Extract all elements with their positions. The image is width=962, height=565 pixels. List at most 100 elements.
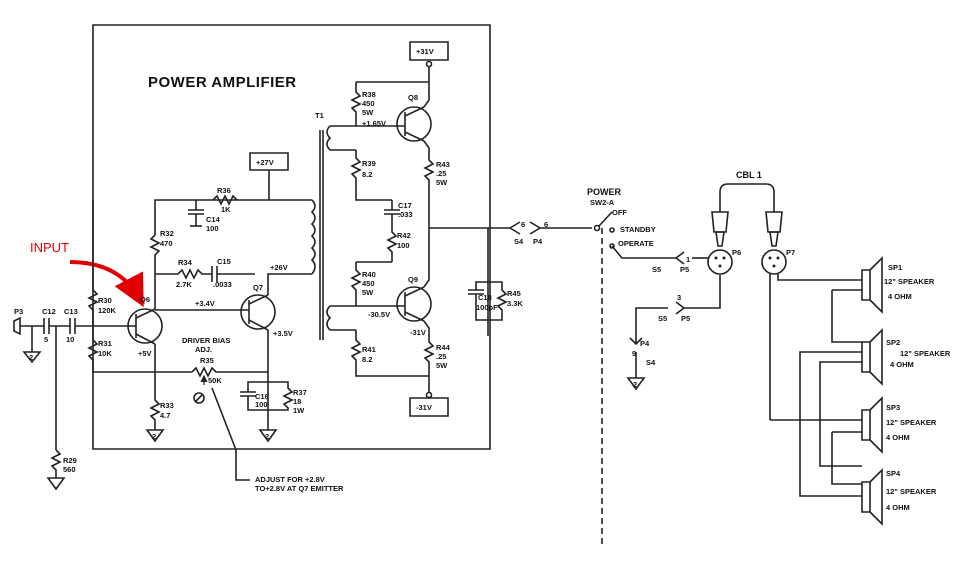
p3-jack	[13, 316, 21, 336]
schematic-label: 1	[686, 255, 690, 264]
p7-connector	[761, 249, 787, 275]
schematic-label: 12" SPEAKER	[900, 349, 951, 358]
schematic-label: CBL 1	[736, 170, 762, 180]
speaker-sp3: SP3 12" SPEAKER 4 OHM	[861, 396, 937, 454]
speaker-sp2: SP2 12" SPEAKER 4 OHM	[861, 328, 951, 386]
schematic-label: 4 OHM	[888, 292, 912, 301]
supply-27v-box	[249, 152, 289, 171]
schematic-label: 470	[160, 239, 173, 248]
schematic-label: 12" SPEAKER	[884, 277, 935, 286]
speaker-sp4: SP4 12" SPEAKER 4 OHM	[861, 468, 937, 526]
schematic-label: -31V	[416, 403, 432, 412]
schematic-label: 3	[677, 293, 681, 302]
schematic-label: R41	[362, 345, 376, 354]
schematic-label: 2	[152, 432, 156, 441]
schematic-label: 2	[265, 432, 269, 441]
schematic-label: POWER	[587, 187, 622, 197]
schematic-label: S5	[658, 314, 667, 323]
schematic-label: 8.2	[362, 355, 372, 364]
amplifier-enclosure	[92, 24, 491, 450]
schematic-label: 10K	[98, 349, 112, 358]
schematic-label: ADJ.	[195, 345, 212, 354]
schematic-label: 100	[206, 224, 219, 233]
q9-transistor	[396, 286, 432, 322]
schematic-label: +27V	[256, 158, 274, 167]
schematic-label: 5W	[362, 288, 374, 297]
q8-transistor	[396, 106, 432, 142]
input-arrow	[69, 260, 144, 308]
supply-pos-box	[409, 41, 449, 61]
schematic-label: SP3	[886, 403, 900, 412]
schematic-label: 5W	[362, 108, 374, 117]
schematic-label: 12" SPEAKER	[886, 418, 937, 427]
q7-transistor	[240, 294, 276, 330]
schematic-label: SP1	[888, 263, 902, 272]
schematic-label: 450	[362, 99, 375, 108]
schematic-label: +3.5V	[273, 329, 293, 338]
schematic-label: Q8	[408, 93, 418, 102]
schematic-label: S4	[646, 358, 656, 367]
schematic-label: P4	[533, 237, 543, 246]
p6-connector	[707, 249, 733, 275]
schematic-label: 450	[362, 279, 375, 288]
input-annotation: INPUT	[30, 240, 69, 255]
schematic-label: 5W	[436, 178, 448, 187]
schematic-label: C12	[42, 307, 56, 316]
schematic-label: P5	[681, 314, 690, 323]
schematic-label: SP2	[886, 338, 900, 347]
schematic-label: 6	[544, 220, 548, 229]
schematic-label: 2	[633, 380, 637, 389]
schematic-label: C15	[217, 257, 231, 266]
schematic-label: TO+2.8V AT Q7 EMITTER	[255, 484, 344, 493]
schematic-label: 12" SPEAKER	[886, 487, 937, 496]
schematic-label: 9	[632, 349, 636, 358]
speaker-sp1: SP1 12" SPEAKER 4 OHM	[861, 256, 935, 314]
schematic-label: P4	[640, 339, 650, 348]
schematic-label: R30	[98, 296, 112, 305]
schematic-label: +1.65V	[362, 119, 386, 128]
schematic-label: R36	[217, 186, 231, 195]
schematic-label: T1	[315, 111, 324, 120]
schematic-label: P5	[680, 265, 689, 274]
schematic-label: R45	[507, 289, 521, 298]
schematic-label: R38	[362, 90, 376, 99]
schematic-label: P6	[732, 248, 741, 257]
schematic-label: C13	[64, 307, 78, 316]
schematic-label: 4.7	[160, 411, 170, 420]
schematic-label: OPERATE	[618, 239, 654, 248]
schematic-label: DRIVER BIAS	[182, 336, 230, 345]
schematic-label: R31	[98, 339, 112, 348]
schematic-label: 100pF	[476, 303, 498, 312]
schematic-label: .25	[436, 352, 446, 361]
schematic-label: C14	[206, 215, 221, 224]
schematic-label: 120K	[98, 306, 117, 315]
schematic-label: C17	[398, 201, 412, 210]
schematic-label: R34	[178, 258, 193, 267]
schematic-label: R42	[397, 231, 411, 240]
schematic-label: 10	[66, 335, 74, 344]
schematic-label: 4 OHM	[890, 360, 914, 369]
schematic-label: R37	[293, 388, 307, 397]
schematic-label: 1W	[293, 406, 305, 415]
schematic-label: C16	[255, 392, 269, 401]
schematic-label: 2	[29, 353, 33, 362]
schematic-label: +31V	[416, 47, 434, 56]
schematic-label: P3	[14, 307, 23, 316]
schematic-label: 5W	[436, 361, 448, 370]
schematic-label: 560	[63, 465, 76, 474]
schematic-label: Q6	[140, 295, 150, 304]
schematic-label: 2.7K	[176, 280, 192, 289]
schematic-label: OFF	[612, 208, 627, 217]
schematic-label: 6	[521, 220, 525, 229]
schematic-label: ADJUST FOR +2.8V	[255, 475, 325, 484]
schematic-label: .033	[398, 210, 413, 219]
schematic-label: S5	[652, 265, 661, 274]
schematic-label: -30.5V	[368, 310, 390, 319]
schematic-label: R32	[160, 229, 174, 238]
schematic-label: SP4	[886, 469, 901, 478]
schematic-label: -31V	[410, 328, 426, 337]
schematic-label: +26V	[270, 263, 288, 272]
schematic-label: +3.4V	[195, 299, 215, 308]
